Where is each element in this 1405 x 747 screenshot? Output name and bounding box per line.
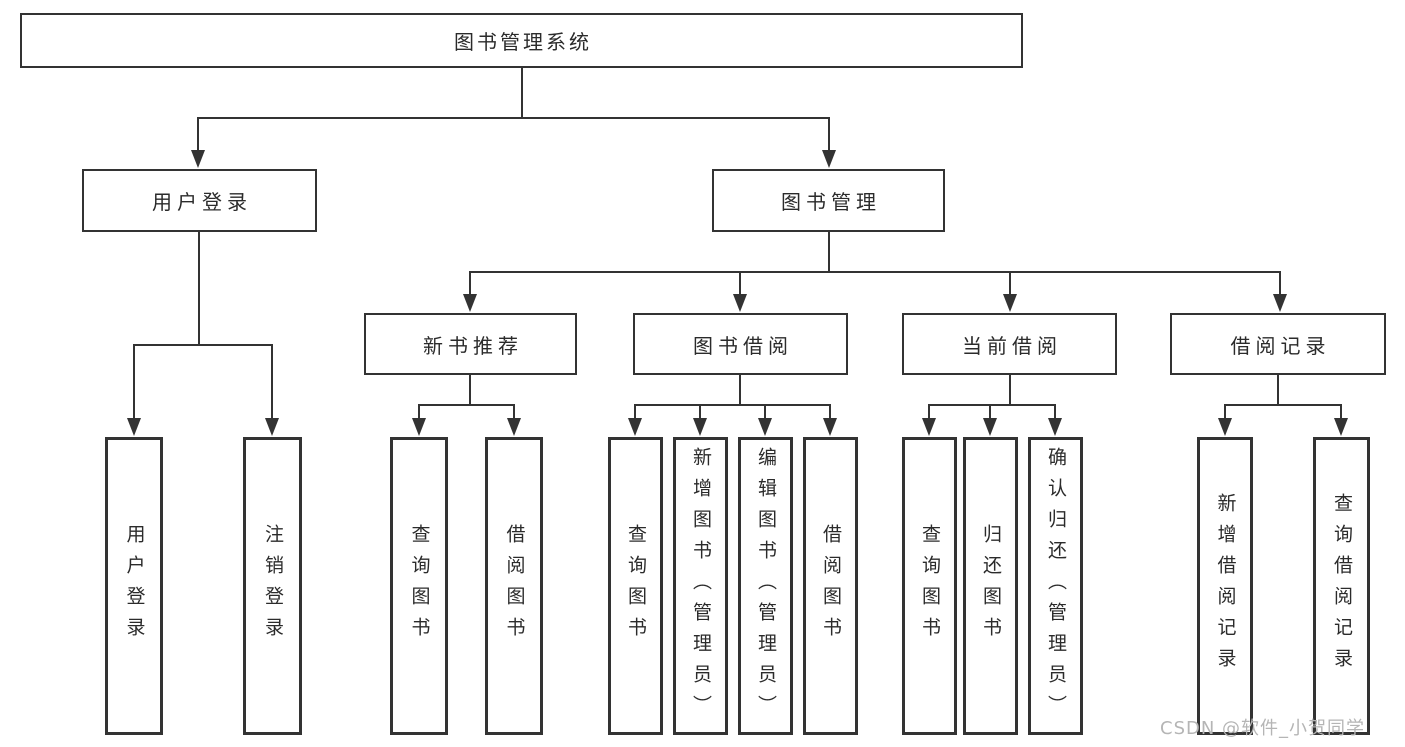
node-label: 查询借阅记录: [1331, 493, 1353, 679]
leaf-add-borrow-record: 新增借阅记录: [1197, 437, 1253, 735]
leaf-borrow-books: 借阅图书: [803, 437, 858, 735]
node-label: 编辑图书（管理员）: [755, 446, 777, 726]
node-label: 图书借阅: [693, 333, 793, 358]
csdn-watermark: CSDN @软件_小贺同学: [1160, 718, 1366, 739]
node-user-login: 用户登录: [82, 169, 317, 232]
leaf-add-books-admin: 新增图书（管理员）: [673, 437, 728, 735]
leaf-query-borrow-record: 查询借阅记录: [1313, 437, 1370, 735]
node-label: 查询图书: [919, 524, 941, 648]
arrowheads: [127, 150, 1348, 436]
node-label: 借阅图书: [503, 524, 526, 648]
node-new-book-recommendation: 新书推荐: [364, 313, 577, 375]
leaf-query-books-borrowing: 查询图书: [608, 437, 663, 735]
node-label: 图书管理系统: [454, 30, 592, 54]
node-label: 图书管理: [781, 190, 881, 214]
node-book-borrowing: 图书借阅: [633, 313, 848, 375]
leaf-confirm-return-admin: 确认归还（管理员）: [1028, 437, 1083, 735]
leaf-query-books-current: 查询图书: [902, 437, 957, 735]
node-library-management-system: 图书管理系统: [20, 13, 1023, 68]
node-label: 新书推荐: [423, 333, 523, 358]
node-borrowing-records: 借阅记录: [1170, 313, 1386, 375]
node-label: 用户登录: [123, 524, 146, 648]
leaf-borrow-books-recommend: 借阅图书: [485, 437, 543, 735]
node-label: 新增图书（管理员）: [690, 446, 712, 726]
node-label: 当前借阅: [962, 333, 1062, 358]
node-label: 确认归还（管理员）: [1045, 446, 1067, 726]
leaf-user-login: 用户登录: [105, 437, 163, 735]
node-label: 新增借阅记录: [1214, 493, 1237, 679]
node-label: 注销登录: [262, 524, 284, 648]
leaf-query-books-recommend: 查询图书: [390, 437, 448, 735]
node-label: 用户登录: [152, 190, 252, 214]
node-label: 查询图书: [625, 524, 647, 648]
node-label: 查询图书: [408, 524, 431, 648]
node-label: 借阅图书: [820, 524, 842, 648]
node-label: 归还图书: [980, 524, 1002, 648]
node-label: 借阅记录: [1230, 333, 1331, 358]
leaf-logout: 注销登录: [243, 437, 302, 735]
leaf-return-books: 归还图书: [963, 437, 1018, 735]
leaf-edit-books-admin: 编辑图书（管理员）: [738, 437, 793, 735]
node-current-borrowing: 当前借阅: [902, 313, 1117, 375]
node-book-management: 图书管理: [712, 169, 945, 232]
